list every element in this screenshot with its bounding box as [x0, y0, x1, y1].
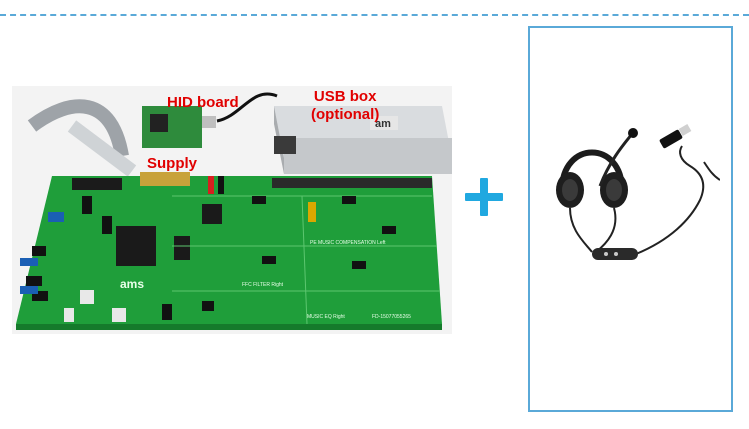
- board-label-music-eq: MUSIC EQ Right: [307, 314, 345, 320]
- label-usb-box: USB box (optional): [311, 88, 379, 124]
- board-label-pe-music: PE MUSIC COMPENSATION Left: [310, 240, 386, 246]
- board-illustration: am: [12, 86, 452, 334]
- usb-box: am: [274, 106, 452, 174]
- hid-board: [142, 106, 216, 148]
- label-usb-box-line1: USB box: [313, 88, 377, 105]
- board-ams-logo: ams: [120, 277, 144, 291]
- headset-panel: [528, 26, 733, 412]
- label-supply: Supply: [147, 155, 198, 172]
- plus-icon: [465, 178, 503, 216]
- board-label-ffc: FFC FILTER Right: [242, 282, 284, 288]
- top-dashed-divider: [0, 14, 749, 16]
- headset-icon: [556, 124, 720, 260]
- label-hid-board: HID board: [167, 94, 239, 111]
- label-usb-box-line2: (optional): [311, 106, 380, 123]
- board-label-code: FD-15077055265: [372, 314, 411, 320]
- evaluation-board-photo: am: [12, 86, 452, 334]
- usb-box-logo: am: [375, 118, 391, 130]
